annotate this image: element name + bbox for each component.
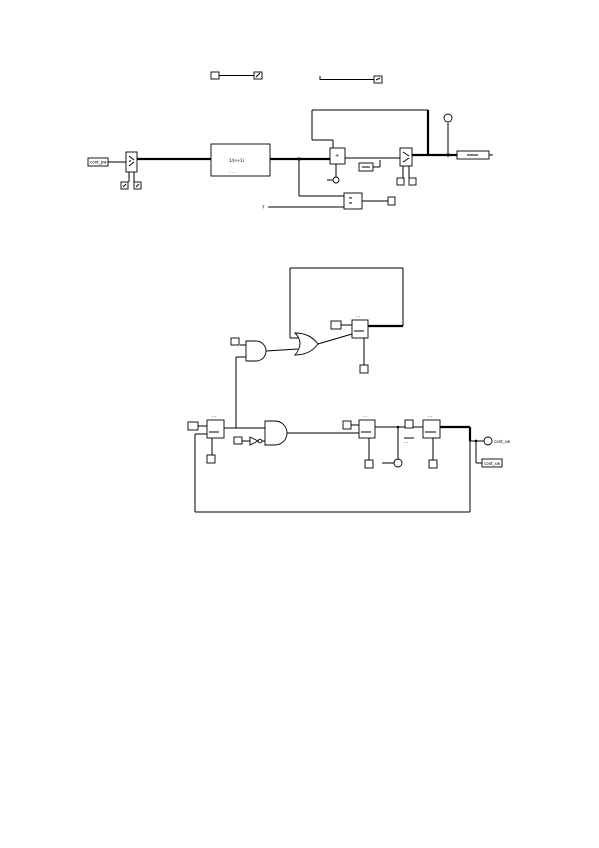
top-connector-right [319, 75, 383, 84]
left-input-tag [187, 421, 199, 431]
svg-text:- -: - - [428, 414, 433, 419]
or-gate [293, 332, 319, 356]
flipflop-1: - - [351, 314, 369, 339]
ff3-reset-input [428, 459, 438, 469]
switch2-input-b [408, 177, 417, 186]
svg-text:- -: - - [212, 414, 217, 419]
top-diagram: cont_pw 1/(s+1) · · · [87, 71, 493, 210]
second-switch-block [399, 147, 413, 167]
sum-block: + [329, 147, 346, 165]
svg-text:Y: Y [261, 205, 265, 210]
ff3-input-tag [404, 419, 414, 429]
ff1-reset-input [359, 364, 369, 374]
main-transfer-block: 1/(s+1) · · · [210, 143, 271, 177]
main-block-label: 1/(s+1) [229, 158, 244, 163]
top-connector-left [210, 71, 263, 80]
flipflop-2: - - [358, 414, 376, 439]
input-tag-block: cont_pw [87, 157, 109, 167]
ff2-input-tag [342, 420, 352, 430]
svg-text:+: + [335, 153, 339, 159]
ff2-reset-input [364, 459, 374, 469]
and2-input-tag [233, 436, 243, 445]
small-gain-block [358, 162, 374, 172]
output-tag-label: cont_sw [494, 439, 511, 444]
mid-scope [393, 458, 403, 468]
output-goto-bottom: cont_sw [481, 458, 503, 468]
output-scope [443, 113, 453, 123]
output-goto-label: cont_sw [484, 461, 501, 466]
svg-text:- -: - - [404, 440, 409, 445]
mux-block [343, 192, 363, 210]
input-tag-label: cont_pw [90, 160, 107, 165]
and-gate-1 [245, 340, 267, 362]
switch2-input-a [396, 177, 405, 186]
svg-text:· · ·: · · · [229, 170, 235, 175]
scope-circle [332, 176, 340, 184]
output-port-circle [483, 436, 493, 446]
output-goto-top [456, 150, 490, 160]
ff1-input-tag [330, 320, 342, 330]
and1-input-tag [230, 337, 240, 346]
ffleft-reset-input [206, 454, 216, 464]
bottom-diagram: - - - - [187, 267, 511, 513]
flipflop-left: - - [206, 414, 225, 439]
svg-text:- -: - - [363, 414, 368, 419]
svg-text:- -: - - [356, 314, 361, 319]
and-gate-2 [264, 420, 288, 446]
switch-block [125, 151, 138, 173]
flipflop-3: - - [422, 414, 441, 439]
mux-output-goto [387, 196, 396, 206]
not-gate [249, 436, 260, 446]
